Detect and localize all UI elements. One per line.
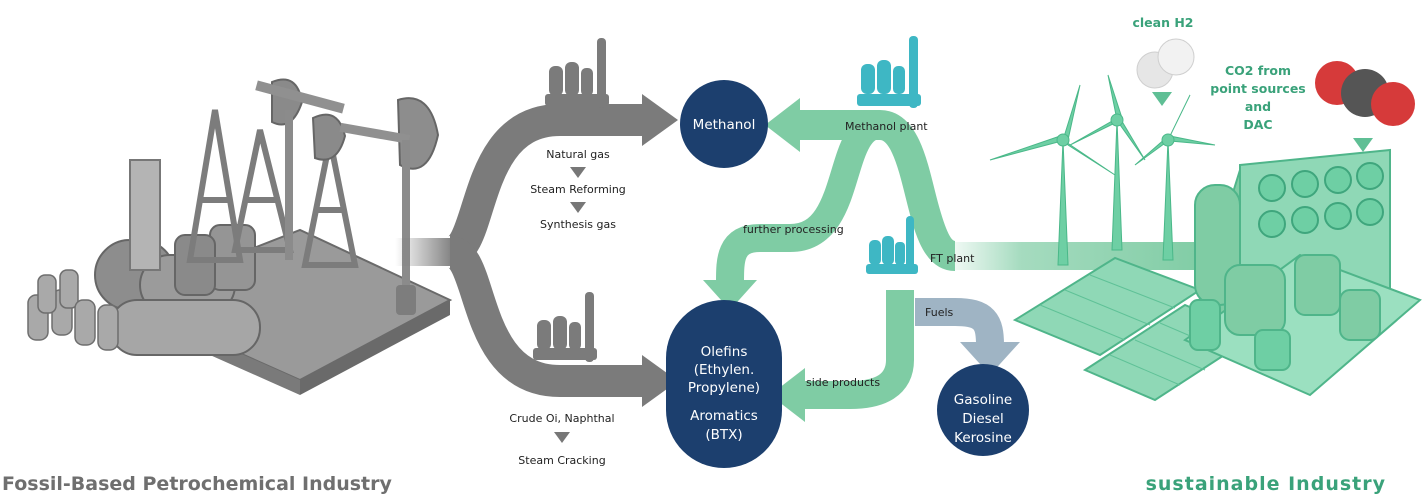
co2-molecule-icon bbox=[1315, 61, 1415, 126]
h2-molecule-icon bbox=[1136, 38, 1195, 89]
aromatics-label: Aromatics bbox=[690, 408, 758, 424]
diesel-label: Diesel bbox=[962, 411, 1004, 427]
wind-turbine-icon bbox=[989, 74, 1216, 266]
methanol-synthesis-arrow bbox=[800, 110, 959, 271]
fan-icon bbox=[1258, 162, 1384, 238]
fossil-flow-stem bbox=[395, 238, 455, 266]
down-triangle-icon bbox=[554, 432, 570, 443]
plant-icon bbox=[866, 216, 918, 274]
sustainable-industry-title: sustainable Industry bbox=[1145, 473, 1386, 495]
co2-label-line3: and bbox=[1245, 99, 1271, 114]
synthesis-gas-label: Synthesis gas bbox=[540, 218, 616, 231]
steam-reforming-label: Steam Reforming bbox=[530, 183, 626, 196]
steam-cracking-label: Steam Cracking bbox=[518, 454, 605, 467]
fossil-flow-arrows bbox=[395, 94, 678, 407]
oil-derrick-icon bbox=[186, 109, 359, 268]
fossil-industry-title: Fossil-Based Petrochemical Industry bbox=[2, 473, 392, 495]
fuels-label: Fuels bbox=[925, 306, 954, 319]
further-processing-arrowhead bbox=[703, 280, 757, 310]
gas-cylinder-icon bbox=[27, 269, 119, 351]
plant-icon bbox=[533, 292, 597, 362]
methanol-node-label: Methanol bbox=[693, 117, 756, 133]
olefins-label-line2: (Ethylen. bbox=[694, 362, 755, 378]
carbon-capture-plant-illustration bbox=[1183, 148, 1422, 397]
natural-gas-label: Natural gas bbox=[546, 148, 610, 161]
fuels-arrow bbox=[915, 298, 1004, 346]
down-triangle-icon bbox=[1152, 92, 1172, 106]
methanol-plant-label: Methanol plant bbox=[845, 120, 928, 133]
olefins-route-arrow bbox=[445, 236, 648, 397]
down-triangle-icon bbox=[570, 167, 586, 178]
side-products-arrow bbox=[800, 290, 914, 409]
methanol-node: Methanol bbox=[680, 80, 768, 168]
co2-label-line2: point sources bbox=[1210, 81, 1305, 96]
fuels-node: Gasoline Diesel Kerosine bbox=[937, 364, 1029, 456]
co2-label-line1: CO2 from bbox=[1225, 63, 1291, 78]
oil-pump-icon bbox=[255, 78, 440, 315]
side-products-label: side products bbox=[806, 376, 880, 389]
olefins-label-line3: Propylene) bbox=[688, 380, 760, 396]
oil-refinery-illustration bbox=[27, 78, 453, 395]
olefins-aromatics-node: Olefins (Ethylen. Propylene) Aromatics (… bbox=[666, 300, 782, 468]
kerosine-label: Kerosine bbox=[954, 430, 1012, 446]
olefins-route-arrowhead bbox=[642, 355, 678, 407]
aromatics-label-line2: (BTX) bbox=[705, 427, 742, 443]
fuels-arrowhead bbox=[960, 342, 1020, 375]
side-products-arrowhead bbox=[770, 368, 805, 422]
co2-label-line4: DAC bbox=[1243, 117, 1272, 132]
ft-plant-label: FT plant bbox=[930, 252, 975, 265]
storage-tank-icon bbox=[94, 224, 261, 356]
crude-oil-label: Crude Oi, Naphthal bbox=[509, 412, 614, 425]
clean-h2-label: clean H2 bbox=[1132, 15, 1193, 30]
methanol-synthesis-arrowhead bbox=[765, 98, 800, 152]
further-processing-label: further processing bbox=[743, 223, 844, 236]
down-triangle-icon bbox=[1353, 138, 1373, 152]
methanol-route-steps: Natural gas Steam Reforming Synthesis ga… bbox=[530, 148, 626, 231]
gasoline-label: Gasoline bbox=[954, 392, 1012, 408]
co2-source-label: CO2 from point sources and DAC bbox=[1210, 63, 1305, 132]
methanol-route-arrowhead bbox=[642, 94, 678, 146]
olefins-label: Olefins bbox=[701, 344, 748, 360]
plant-icon bbox=[545, 38, 609, 108]
olefins-route-steps: Crude Oi, Naphthal Steam Cracking bbox=[509, 412, 614, 467]
further-processing-arrow bbox=[716, 111, 883, 283]
plant-icon bbox=[857, 36, 921, 108]
down-triangle-icon bbox=[570, 202, 586, 213]
